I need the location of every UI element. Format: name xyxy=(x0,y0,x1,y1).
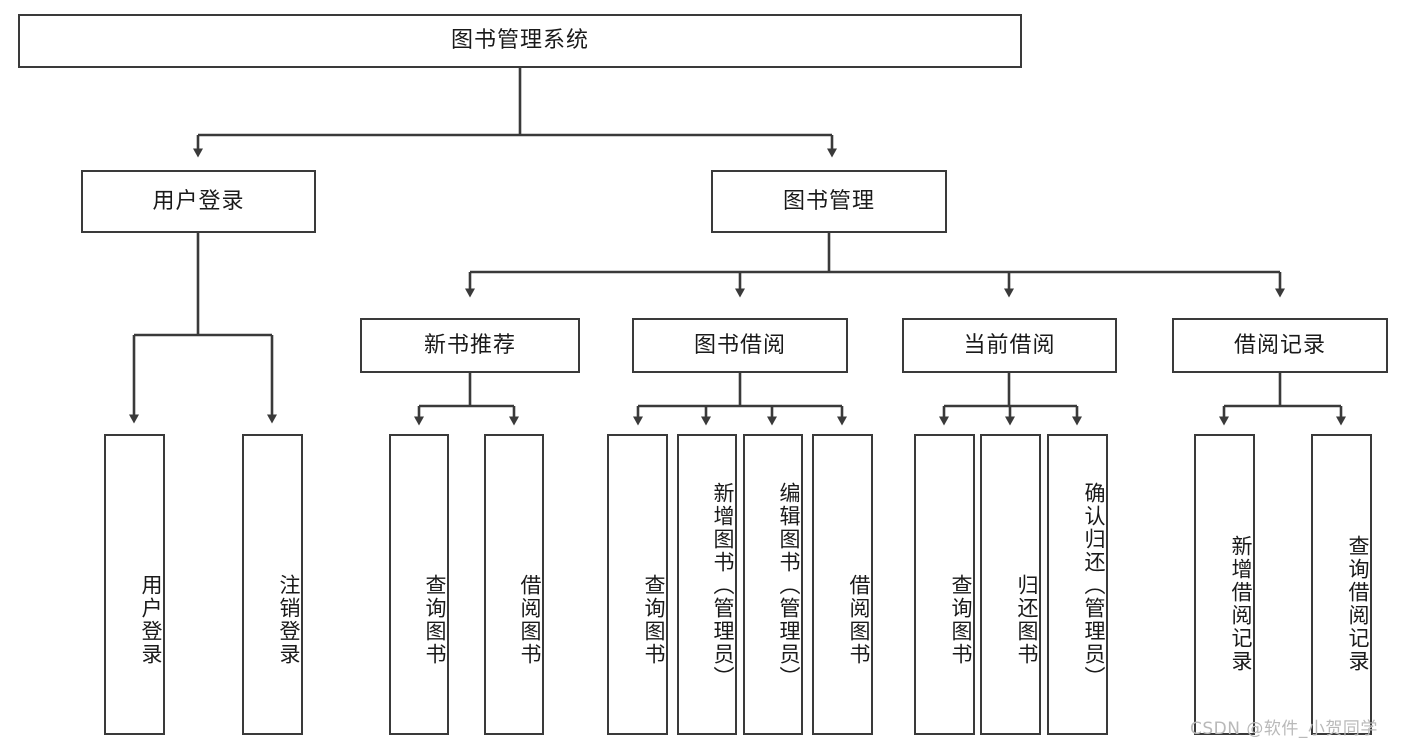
node-current-borrow[interactable]: 当前借阅 xyxy=(902,318,1117,373)
node-leaf-logout-login-label: 注销登录 xyxy=(277,574,301,666)
node-leaf-edit-book-admin-label: 编辑图书（管理员） xyxy=(777,482,801,689)
node-leaf-borrow-book-1[interactable]: 借阅图书 xyxy=(484,434,544,735)
node-leaf-query-borrow-record[interactable]: 查询借阅记录 xyxy=(1311,434,1372,735)
node-leaf-add-borrow-record-label: 新增借阅记录 xyxy=(1229,534,1253,673)
node-current-borrow-label: 当前借阅 xyxy=(963,332,1056,358)
watermark-text: CSDN @软件_小贺同学 xyxy=(1190,719,1378,739)
node-borrow-record[interactable]: 借阅记录 xyxy=(1172,318,1388,373)
node-leaf-query-borrow-record-label: 查询借阅记录 xyxy=(1346,534,1370,673)
node-leaf-query-book-1[interactable]: 查询图书 xyxy=(389,434,449,735)
node-leaf-query-book-3-label: 查询图书 xyxy=(949,574,973,666)
node-root-label: 图书管理系统 xyxy=(450,28,589,54)
node-leaf-borrow-book-2[interactable]: 借阅图书 xyxy=(812,434,873,735)
node-leaf-return-book[interactable]: 归还图书 xyxy=(980,434,1041,735)
node-leaf-add-book-admin-label: 新增图书（管理员） xyxy=(711,482,735,689)
node-book-borrow-label: 图书借阅 xyxy=(693,332,786,358)
node-root[interactable]: 图书管理系统 xyxy=(18,14,1022,68)
node-user-login-label: 用户登录 xyxy=(152,188,245,214)
node-leaf-borrow-book-1-label: 借阅图书 xyxy=(518,574,542,666)
node-leaf-query-book-2-label: 查询图书 xyxy=(642,574,666,666)
node-user-login[interactable]: 用户登录 xyxy=(81,170,316,233)
node-leaf-confirm-return-admin[interactable]: 确认归还（管理员） xyxy=(1047,434,1108,735)
node-leaf-user-login[interactable]: 用户登录 xyxy=(104,434,165,735)
node-leaf-logout-login[interactable]: 注销登录 xyxy=(242,434,303,735)
node-leaf-query-book-3[interactable]: 查询图书 xyxy=(914,434,975,735)
node-leaf-return-book-label: 归还图书 xyxy=(1015,574,1039,666)
node-book-management-label: 图书管理 xyxy=(782,188,875,214)
node-borrow-record-label: 借阅记录 xyxy=(1233,332,1326,358)
node-leaf-add-borrow-record[interactable]: 新增借阅记录 xyxy=(1194,434,1255,735)
node-leaf-query-book-1-label: 查询图书 xyxy=(423,574,447,666)
node-leaf-confirm-return-admin-label: 确认归还（管理员） xyxy=(1082,482,1106,689)
node-leaf-add-book-admin[interactable]: 新增图书（管理员） xyxy=(677,434,737,735)
node-book-management[interactable]: 图书管理 xyxy=(711,170,947,233)
node-leaf-query-book-2[interactable]: 查询图书 xyxy=(607,434,668,735)
node-leaf-borrow-book-2-label: 借阅图书 xyxy=(847,574,871,666)
node-leaf-edit-book-admin[interactable]: 编辑图书（管理员） xyxy=(743,434,803,735)
node-new-book-recommend[interactable]: 新书推荐 xyxy=(360,318,580,373)
node-leaf-user-login-label: 用户登录 xyxy=(139,574,163,666)
node-new-book-recommend-label: 新书推荐 xyxy=(423,332,516,358)
node-book-borrow[interactable]: 图书借阅 xyxy=(632,318,848,373)
